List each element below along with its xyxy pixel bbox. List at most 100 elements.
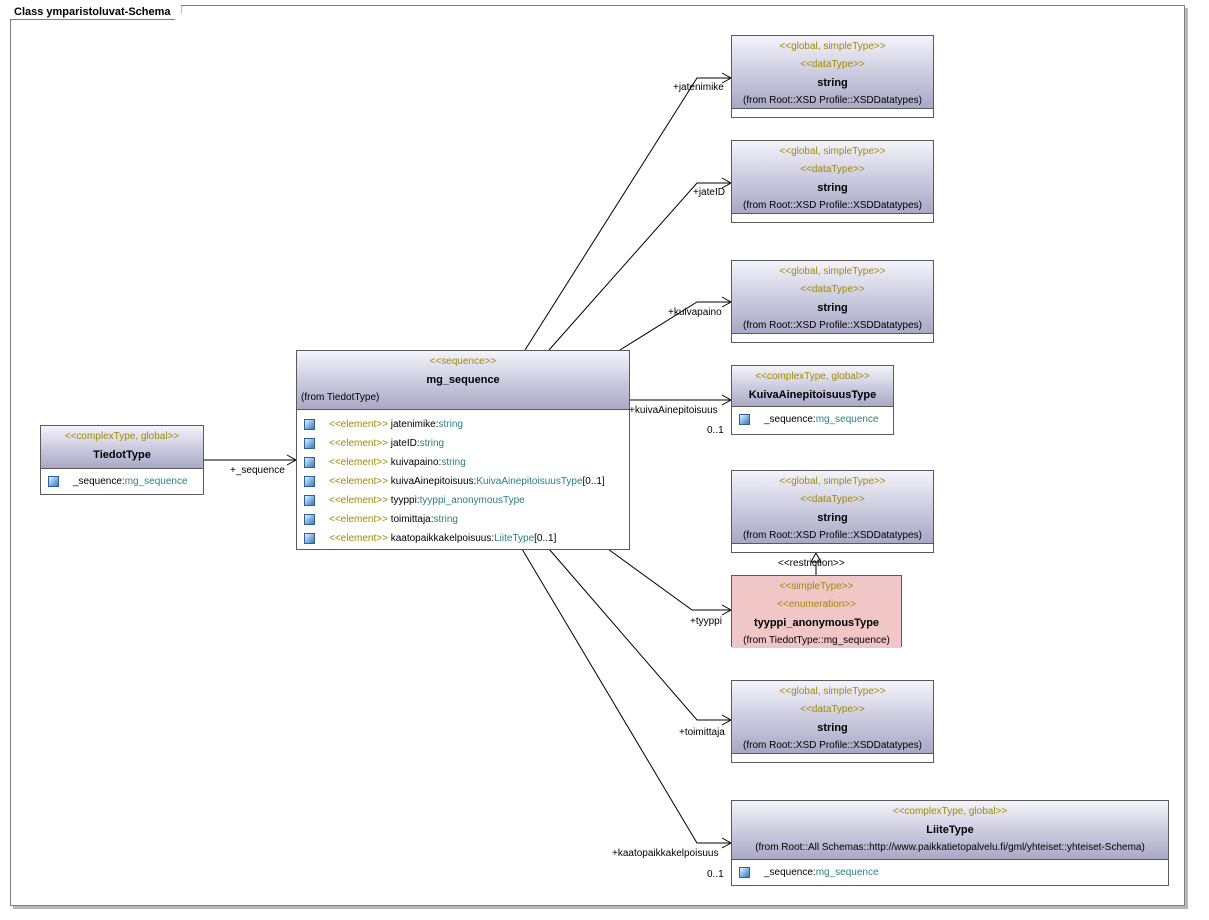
attribute-icon bbox=[739, 414, 750, 425]
attribute-name: _sequence: bbox=[73, 476, 125, 487]
attribute-icon bbox=[304, 476, 315, 487]
attribute-name: kuivaAinepitoisuus: bbox=[387, 476, 477, 487]
attribute-icon bbox=[304, 438, 315, 449]
attribute-row[interactable]: _sequence:mg_sequence bbox=[41, 472, 203, 491]
restriction-label: <<restriction>> bbox=[778, 558, 845, 569]
class-name: mg_sequence bbox=[426, 374, 500, 386]
class-origin: (from TiedotType) bbox=[301, 392, 380, 403]
class-name: TiedotType bbox=[93, 449, 151, 461]
stereotype-label: <<global, simpleType>> bbox=[779, 686, 886, 697]
class-name: string bbox=[817, 722, 848, 734]
class-kuivaainepitoisuustype[interactable]: <<complexType, global>> KuivaAinepitoisu… bbox=[731, 365, 894, 435]
attribute-type: mg_sequence bbox=[815, 414, 879, 425]
attribute-row[interactable]: <<element>> kuivaAinepitoisuus:KuivaAine… bbox=[297, 472, 619, 491]
attribute-row[interactable]: <<element>> kaatopaikkakelpoisuus:LiiteT… bbox=[297, 529, 629, 548]
class-tiedottype[interactable]: <<complexType, global>> TiedotType _sequ… bbox=[40, 425, 204, 495]
assoc-toimittaja-line bbox=[548, 548, 731, 721]
attribute-row[interactable]: <<element>> tyyppi:tyyppi_anonymousType bbox=[297, 491, 629, 510]
stereotype-label: <<dataType>> bbox=[800, 164, 865, 175]
stereotype-label: <<dataType>> bbox=[800, 494, 865, 505]
class-name: LiiteType bbox=[926, 824, 974, 836]
role-label-jatenimike: +jatenimike bbox=[673, 82, 724, 93]
stereotype-label: <<global, simpleType>> bbox=[779, 41, 886, 52]
attribute-row[interactable]: _sequence:mg_sequence bbox=[732, 410, 893, 429]
class-origin: (from TiedotType::mg_sequence) bbox=[743, 635, 890, 646]
attribute-name: _sequence: bbox=[764, 867, 816, 878]
attribute-row[interactable]: _sequence:mg_sequence bbox=[732, 863, 1168, 882]
attribute-row[interactable]: <<element>> kuivapaino:string bbox=[297, 453, 629, 472]
attribute-row[interactable]: <<element>> jatenimike:string bbox=[297, 415, 629, 434]
stereotype-label: <<complexType, global>> bbox=[755, 371, 870, 382]
attribute-icon bbox=[304, 495, 315, 506]
class-string-jateID[interactable]: <<global, simpleType>> <<dataType>> stri… bbox=[731, 140, 934, 223]
class-mg-sequence[interactable]: <<sequence>> mg_sequence (from TiedotTyp… bbox=[296, 350, 630, 550]
attribute-stereotype: <<element>> bbox=[329, 533, 388, 544]
class-liitetype[interactable]: <<complexType, global>> LiiteType (from … bbox=[731, 800, 1169, 886]
class-name: string bbox=[817, 182, 848, 194]
attribute-stereotype: <<element>> bbox=[329, 514, 388, 525]
role-label-kaatopaikkakelpoisuus: +kaatopaikkakelpoisuus bbox=[612, 848, 719, 859]
role-label-kuivapaino: +kuivapaino bbox=[668, 307, 722, 318]
assoc-tyyppi-line bbox=[607, 548, 731, 611]
attribute-type: string bbox=[441, 457, 466, 468]
class-origin: (from Root::XSD Profile::XSDDatatypes) bbox=[743, 200, 922, 211]
attribute-stereotype: <<element>> bbox=[329, 476, 388, 487]
attribute-icon bbox=[304, 514, 315, 525]
class-origin: (from Root::All Schemas::http://www.paik… bbox=[755, 842, 1145, 853]
attribute-name: jateID: bbox=[387, 438, 420, 449]
class-origin: (from Root::XSD Profile::XSDDatatypes) bbox=[743, 740, 922, 751]
class-origin: (from Root::XSD Profile::XSDDatatypes) bbox=[743, 530, 922, 541]
class-string-jatenimike[interactable]: <<global, simpleType>> <<dataType>> stri… bbox=[731, 35, 934, 118]
class-name: string bbox=[817, 512, 848, 524]
attribute-name: kuivapaino: bbox=[387, 457, 442, 468]
role-label-toimittaja: +toimittaja bbox=[679, 727, 725, 738]
restriction-arrowhead bbox=[810, 551, 822, 563]
stereotype-label: <<dataType>> bbox=[800, 284, 865, 295]
assoc-jatenimike-line bbox=[524, 77, 731, 351]
multiplicity-kaatopaikkakelpoisuus: 0..1 bbox=[707, 869, 724, 880]
class-name: tyyppi_anonymousType bbox=[753, 617, 880, 629]
attribute-row[interactable]: <<element>> toimittaja:string bbox=[297, 510, 629, 529]
stereotype-label: <<dataType>> bbox=[800, 59, 865, 70]
class-string-toimittaja[interactable]: <<global, simpleType>> <<dataType>> stri… bbox=[731, 680, 934, 763]
diagram-title: Class ymparistoluvat-Schema bbox=[10, 5, 182, 20]
class-name: string bbox=[817, 77, 848, 89]
stereotype-label: <<global, simpleType>> bbox=[779, 476, 886, 487]
class-origin: (from Root::XSD Profile::XSDDatatypes) bbox=[743, 95, 922, 106]
attribute-icon bbox=[304, 457, 315, 468]
attribute-name: toimittaja: bbox=[387, 514, 434, 525]
stereotype-label: <<complexType, global>> bbox=[892, 806, 1008, 817]
attribute-name: jatenimike: bbox=[387, 419, 439, 430]
attribute-type: string bbox=[438, 419, 463, 430]
stereotype-label: <<simpleType>> bbox=[779, 581, 854, 592]
class-origin: (from Root::XSD Profile::XSDDatatypes) bbox=[743, 320, 922, 331]
class-string-kuivapaino[interactable]: <<global, simpleType>> <<dataType>> stri… bbox=[731, 260, 934, 343]
attribute-type: string bbox=[433, 514, 458, 525]
attribute-type: tyyppi_anonymousType bbox=[419, 495, 525, 506]
attribute-name: _sequence: bbox=[764, 414, 816, 425]
attribute-name: kaatopaikkakelpoisuus: bbox=[387, 533, 495, 544]
attribute-icon bbox=[304, 419, 315, 430]
class-string-restriction-base[interactable]: <<global, simpleType>> <<dataType>> stri… bbox=[731, 470, 934, 553]
assoc-jateID-line bbox=[548, 182, 731, 351]
attribute-icon bbox=[48, 476, 59, 487]
attribute-stereotype: <<element>> bbox=[329, 457, 388, 468]
attribute-type: mg_sequence bbox=[124, 476, 188, 487]
assoc-kaato-line bbox=[521, 548, 731, 844]
attribute-type: KuivaAinepitoisuusType bbox=[476, 476, 583, 487]
class-tyyppi-anonymoustype[interactable]: <<simpleType>> <<enumeration>> tyyppi_an… bbox=[731, 575, 902, 648]
attribute-type: mg_sequence bbox=[815, 867, 879, 878]
stereotype-label: <<sequence>> bbox=[429, 356, 497, 367]
attribute-type: LiiteType bbox=[494, 533, 535, 544]
stereotype-label: <<enumeration>> bbox=[777, 599, 856, 610]
attribute-stereotype: <<element>> bbox=[329, 495, 388, 506]
attribute-icon bbox=[304, 533, 315, 544]
attribute-row[interactable]: <<element>> jateID:string bbox=[297, 434, 629, 453]
role-label-kuivaainepitoisuus: +kuivaAinepitoisuus bbox=[629, 405, 718, 416]
stereotype-label: <<complexType, global>> bbox=[64, 431, 180, 442]
class-name: KuivaAinepitoisuusType bbox=[748, 389, 877, 401]
multiplicity-kuivaainepitoisuus: 0..1 bbox=[707, 425, 724, 436]
attribute-stereotype: <<element>> bbox=[329, 438, 388, 449]
stereotype-label: <<global, simpleType>> bbox=[779, 146, 886, 157]
class-name: string bbox=[817, 302, 848, 314]
